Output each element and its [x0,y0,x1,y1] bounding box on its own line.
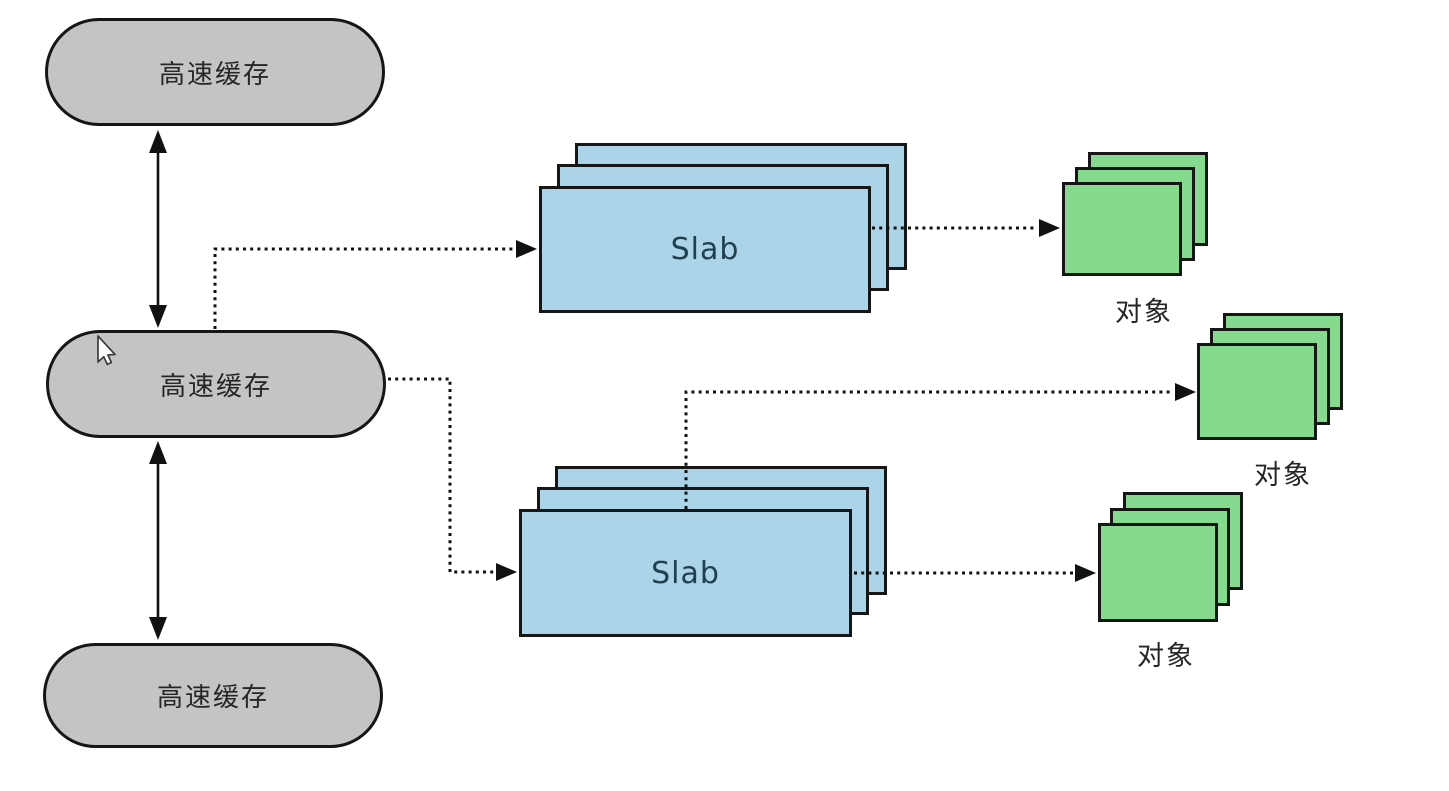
slab-stack-upper: Slab [539,143,908,313]
dotted-arrow-cache-to-slab-upper [213,240,537,329]
cache-node-bottom-label: 高速缓存 [156,682,269,712]
object-stack-bottom-right [1098,492,1245,623]
object-card-front [1062,182,1182,276]
slab-upper-label: Slab [670,232,740,267]
object-card-front [1197,343,1317,440]
dotted-arrow-slab-lower-to-objects-bottom [854,564,1096,582]
cache-node-top: 高速缓存 [45,18,385,126]
object-stack-middle-right [1197,313,1345,441]
slab-lower-label: Slab [651,555,720,591]
cache-node-bottom: 高速缓存 [43,643,383,748]
object-card-front [1098,523,1218,622]
object-label-top-right: 对象 [1115,297,1173,327]
object-label-bottom-right: 对象 [1137,641,1195,671]
object-stack-top-right [1062,152,1210,278]
slab-stack-lower: Slab [519,466,889,638]
slab-card-front: Slab [539,186,871,313]
double-arrow-cache-middle-bottom [149,441,167,640]
double-arrow-cache-top-middle [149,130,167,328]
slab-card-front: Slab [519,509,852,637]
cache-node-middle: 高速缓存 [46,330,386,438]
dotted-arrow-cache-to-slab-lower [388,377,517,581]
cache-node-top-label: 高速缓存 [158,58,271,89]
cache-node-middle-label: 高速缓存 [159,370,272,401]
object-label-middle-right: 对象 [1254,460,1312,490]
